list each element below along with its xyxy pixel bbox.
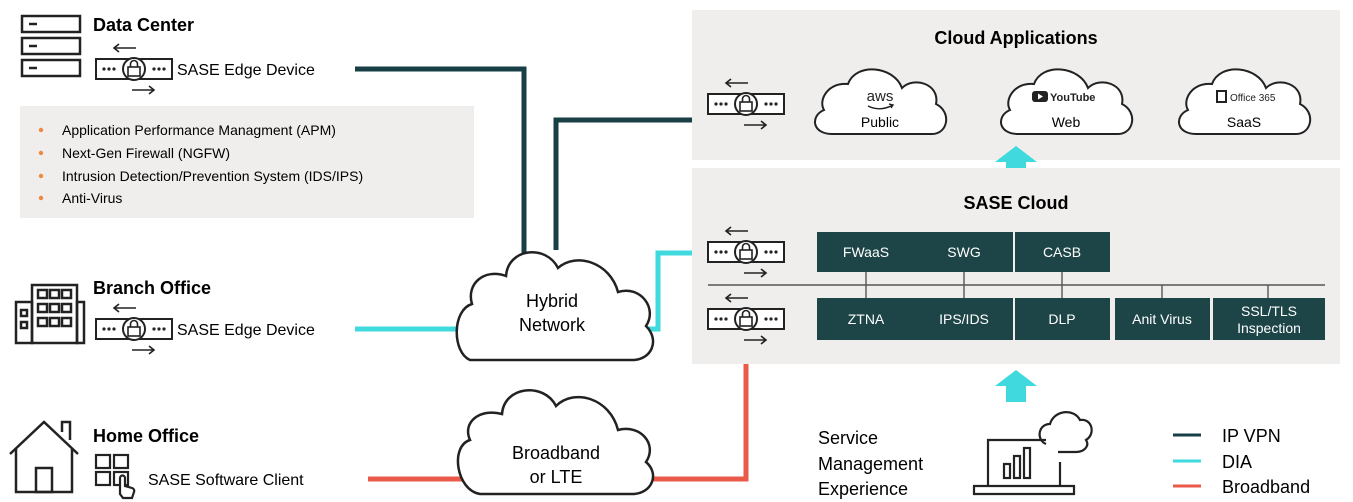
home-office-title: Home Office bbox=[93, 426, 199, 446]
feature-bullets bbox=[38, 127, 44, 201]
ztna-service: ZTNA bbox=[817, 298, 915, 340]
fwaas-label: FWaaS bbox=[843, 244, 889, 260]
web-cloud-shape bbox=[1000, 68, 1133, 135]
office365-logo-icon: Office 365 bbox=[1230, 93, 1276, 104]
dlp-label: DLP bbox=[1048, 311, 1075, 327]
aws-smile-icon bbox=[867, 103, 895, 110]
server-rack-icon bbox=[20, 14, 82, 78]
swg-service: SWG bbox=[915, 232, 1013, 272]
saas-app-label: SaaS bbox=[1227, 114, 1261, 130]
service-management-label: Service bbox=[818, 428, 878, 448]
office-logo-icon bbox=[1216, 90, 1227, 103]
service-management: Service Management Experience bbox=[818, 411, 1093, 499]
feature-item: Application Performance Managment (APM) bbox=[62, 122, 336, 138]
legend-ip-vpn-label: IP VPN bbox=[1222, 426, 1281, 446]
casb-label: CASB bbox=[1043, 244, 1081, 260]
saas-cloud-shape bbox=[1178, 68, 1311, 135]
legend-dia-label: DIA bbox=[1222, 452, 1252, 472]
inspection-label: Inspection bbox=[1237, 320, 1301, 336]
ip-vpn-links bbox=[355, 66, 694, 262]
feature-item: Anti-Virus bbox=[62, 190, 122, 206]
broadband-lte-cloud: Broadband or LTE bbox=[456, 389, 655, 496]
dlp-service: DLP bbox=[1015, 298, 1110, 340]
ips-ids-label: IPS/IDS bbox=[939, 311, 989, 327]
branch-office-site: Branch Office SASE Edge Device bbox=[14, 278, 315, 355]
swg-label: SWG bbox=[947, 244, 980, 260]
feature-item: Next-Gen Firewall (NGFW) bbox=[62, 145, 230, 161]
ssl-tls-label: SSL/TLS bbox=[1241, 303, 1297, 319]
sase-cloud-panel: SASE Cloud FWaaS SWG CASB ZTNA bbox=[692, 168, 1340, 364]
home-office-site: Home Office SASE Software Client bbox=[9, 420, 304, 500]
data-center-site: Data Center SASE Edge Device bbox=[20, 14, 315, 95]
service-management-label: Experience bbox=[818, 479, 908, 499]
data-center-device-label: SASE Edge Device bbox=[177, 62, 315, 79]
public-app-label: Public bbox=[861, 114, 899, 130]
anti-virus-service: Anit Virus bbox=[1115, 298, 1210, 340]
branch-office-device-label: SASE Edge Device bbox=[177, 322, 315, 339]
branch-office-title: Branch Office bbox=[93, 278, 211, 298]
fwaas-service: FWaaS bbox=[817, 232, 915, 272]
sase-broadband-link bbox=[636, 344, 749, 482]
laptop-cloud-analytics-icon bbox=[972, 411, 1093, 496]
up-arrow-icon bbox=[995, 370, 1037, 402]
datacenter-ipvpn-link bbox=[355, 66, 527, 262]
youtube-logo-icon: YouTube bbox=[1050, 92, 1095, 104]
office-building-icon bbox=[14, 283, 86, 345]
up-arrow-icon bbox=[995, 146, 1037, 178]
house-icon bbox=[9, 420, 79, 494]
ssl-tls-inspection-service: SSL/TLS Inspection bbox=[1213, 298, 1325, 340]
anti-virus-label: Anit Virus bbox=[1132, 311, 1192, 327]
cloud-applications-panel: Cloud Applications aws Public YouTube We… bbox=[692, 10, 1340, 160]
public-cloud-shape bbox=[814, 68, 947, 135]
broadband-label: Broadband bbox=[512, 443, 600, 463]
casb-service: CASB bbox=[1015, 232, 1110, 272]
software-client-icon bbox=[94, 453, 136, 500]
data-center-title: Data Center bbox=[93, 15, 194, 35]
feature-item: Intrusion Detection/Prevention System (I… bbox=[62, 168, 363, 184]
service-management-label: Management bbox=[818, 454, 923, 474]
legend: IP VPN DIA Broadband bbox=[1173, 426, 1310, 497]
aws-logo-icon: aws bbox=[867, 88, 894, 105]
sase-edge-device-icon bbox=[95, 43, 173, 95]
cloudapps-ipvpn-link bbox=[553, 117, 694, 250]
ztna-label: ZTNA bbox=[848, 311, 885, 327]
feature-list-panel: Application Performance Managment (APM) … bbox=[20, 106, 474, 218]
cloud-applications-title: Cloud Applications bbox=[934, 28, 1097, 48]
legend-broadband-label: Broadband bbox=[1222, 477, 1310, 497]
hybrid-network-label: Hybrid bbox=[526, 291, 578, 311]
broadband-label: or LTE bbox=[530, 467, 583, 487]
hybrid-network-label: Network bbox=[519, 315, 586, 335]
ips-ids-service: IPS/IDS bbox=[915, 298, 1013, 340]
sase-edge-device-icon bbox=[95, 303, 173, 355]
sase-cloud-title: SASE Cloud bbox=[963, 193, 1068, 213]
broadband-links bbox=[368, 344, 749, 482]
home-office-client-label: SASE Software Client bbox=[148, 472, 304, 489]
web-app-label: Web bbox=[1052, 114, 1081, 130]
hybrid-network-cloud: Hybrid Network bbox=[455, 251, 655, 362]
